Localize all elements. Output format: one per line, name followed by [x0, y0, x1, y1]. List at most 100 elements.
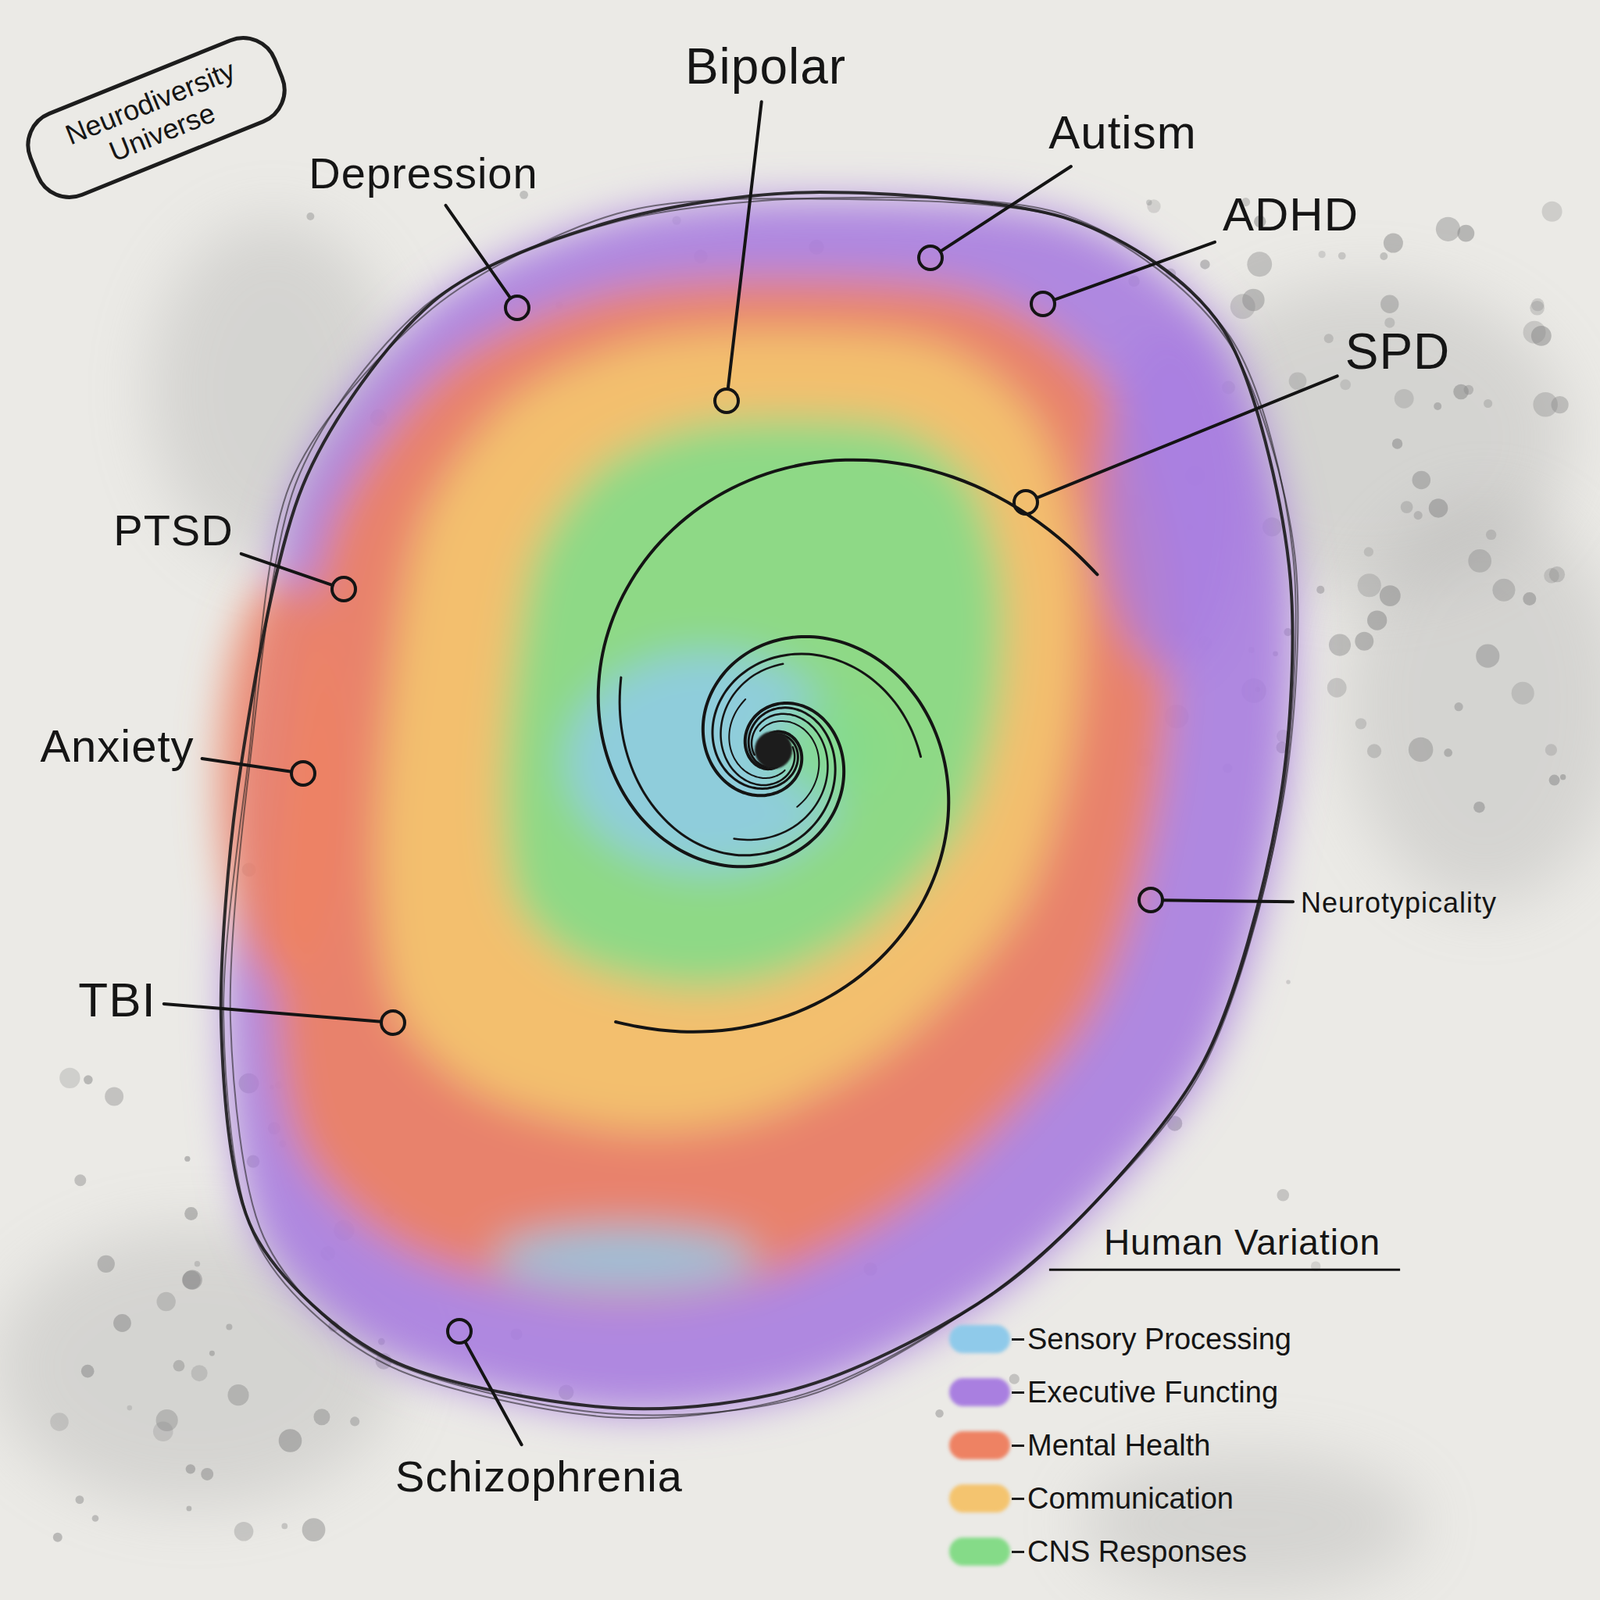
legend-swatch	[949, 1431, 1011, 1460]
legend-swatch	[949, 1325, 1011, 1354]
ink-splat	[227, 1384, 249, 1406]
ink-splat	[1560, 774, 1566, 780]
legend-text: Communication	[1027, 1479, 1234, 1518]
ink-splat	[74, 1174, 86, 1186]
marker-ring	[1139, 888, 1163, 912]
marker-ring	[1031, 292, 1055, 316]
leader-line	[241, 553, 333, 586]
ink-splat	[1529, 300, 1545, 316]
condition-label: SPD	[1345, 324, 1451, 379]
ink-splat	[83, 1075, 93, 1085]
ink-splat	[1485, 529, 1497, 540]
ink-splat	[1428, 498, 1449, 518]
ink-splat	[313, 1408, 330, 1425]
color-band	[377, 329, 1083, 1132]
ink-splat	[209, 1350, 215, 1357]
legend-text: CNS Responses	[1027, 1532, 1247, 1571]
ink-splat	[1355, 717, 1367, 729]
ink-splat	[306, 212, 315, 221]
ink-splat	[1327, 678, 1347, 698]
ink-splat	[225, 1324, 233, 1331]
ink-splat	[1285, 979, 1290, 984]
marker-ring	[291, 761, 315, 786]
leader-line	[464, 1341, 522, 1445]
condition-label: Schizophrenia	[395, 1452, 683, 1501]
ink-splat	[935, 1409, 943, 1418]
condition-label: TBI	[78, 973, 156, 1027]
ink-splat	[1146, 199, 1161, 213]
ink-splat	[1483, 399, 1493, 408]
legend-dash	[1011, 1391, 1025, 1394]
ink-splat	[1545, 743, 1558, 756]
spiral-arm	[734, 714, 829, 840]
ink-splat	[1354, 632, 1374, 651]
ink-splat	[1511, 682, 1535, 705]
ink-splat	[1392, 438, 1403, 449]
condition-label: Anxiety	[39, 721, 194, 772]
ink-splat	[1367, 610, 1387, 630]
condition-label: Depression	[308, 149, 538, 198]
marker-ring	[447, 1319, 472, 1343]
ink-splat	[1009, 1374, 1020, 1385]
leader-line	[202, 758, 293, 772]
ink-splat	[200, 1467, 214, 1481]
legend-swatch	[949, 1484, 1011, 1513]
ink-splat	[173, 1360, 186, 1372]
ink-splat	[156, 1292, 175, 1311]
marker-ring	[381, 1010, 405, 1035]
ink-splat	[1276, 1189, 1290, 1202]
galaxy-core	[754, 731, 793, 769]
ink-splat	[1230, 293, 1256, 319]
ink-splat	[1454, 702, 1464, 711]
marker-ring	[505, 296, 529, 320]
color-band	[502, 417, 1004, 990]
spiral-arm	[712, 653, 922, 789]
ink-splat	[113, 1314, 132, 1333]
ink-splat	[1379, 585, 1401, 607]
leader-line	[1036, 375, 1338, 498]
galaxy-core-dot	[754, 731, 793, 769]
legend-text: Sensory Processing	[1027, 1320, 1292, 1358]
ink-splat	[1475, 644, 1500, 668]
ink-splat	[50, 1412, 69, 1432]
ink-splat	[59, 1067, 80, 1089]
legend-dash	[1011, 1497, 1025, 1500]
ink-cloud	[1078, 1453, 1422, 1594]
ink-splat	[1408, 737, 1433, 762]
legend-swatch	[949, 1378, 1011, 1407]
spiral-arm	[721, 664, 796, 786]
ink-splat	[1339, 379, 1351, 391]
ink-splat	[184, 1207, 198, 1221]
marker-ring	[1014, 490, 1038, 515]
ink-splat	[185, 1464, 196, 1474]
ink-splat	[1324, 333, 1334, 343]
leader-line	[728, 101, 762, 390]
ink-splat	[1467, 549, 1492, 573]
ink-splat	[92, 1514, 100, 1522]
ink-splat	[156, 1409, 179, 1432]
condition-label: Autism	[1048, 107, 1197, 159]
ink-splat	[278, 1428, 303, 1453]
ink-splat	[127, 1405, 133, 1411]
ink-splat	[1433, 402, 1442, 411]
ink-splat	[104, 1087, 124, 1107]
ink-splat	[1200, 259, 1210, 269]
ink-splat	[194, 1260, 200, 1267]
legend-dash	[1011, 1550, 1025, 1554]
ink-splat	[53, 1532, 63, 1543]
spiral-arms	[598, 460, 1098, 1033]
legend-heading: Human Variation	[1103, 1222, 1381, 1263]
ink-splat	[182, 1270, 203, 1290]
marker-ring	[714, 389, 739, 413]
ink-splat	[1380, 295, 1399, 314]
title-badge: Neurodiversity Universe	[15, 25, 298, 210]
ink-splat	[1549, 775, 1561, 786]
ink-splat	[1550, 396, 1568, 414]
legend-underline	[1049, 1268, 1400, 1272]
ink-splat	[1367, 743, 1382, 758]
marker-ring	[332, 577, 356, 601]
ink-splat	[1394, 389, 1415, 409]
